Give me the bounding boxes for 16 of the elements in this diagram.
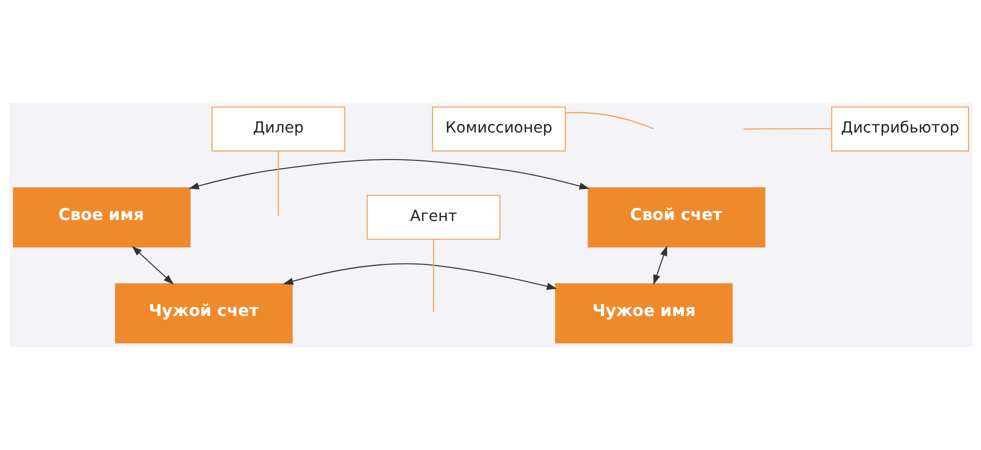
node-box: Свое имя bbox=[12, 187, 190, 248]
node-box: Агент bbox=[366, 194, 500, 240]
connector bbox=[277, 151, 278, 216]
node-box: Чужое имя bbox=[554, 283, 732, 344]
node-box: Чужой счет bbox=[114, 283, 292, 344]
connector bbox=[564, 112, 654, 130]
arrow bbox=[131, 246, 174, 284]
connector bbox=[432, 240, 434, 312]
arrow bbox=[188, 159, 590, 190]
arrow bbox=[652, 246, 667, 285]
node-box: Дистрибьютор bbox=[830, 106, 969, 152]
node-box: Свой счет bbox=[587, 187, 765, 248]
connector bbox=[743, 128, 832, 130]
arrow bbox=[282, 263, 557, 290]
node-box: Дилер bbox=[211, 106, 345, 152]
node-box: Комиссионер bbox=[432, 106, 566, 152]
